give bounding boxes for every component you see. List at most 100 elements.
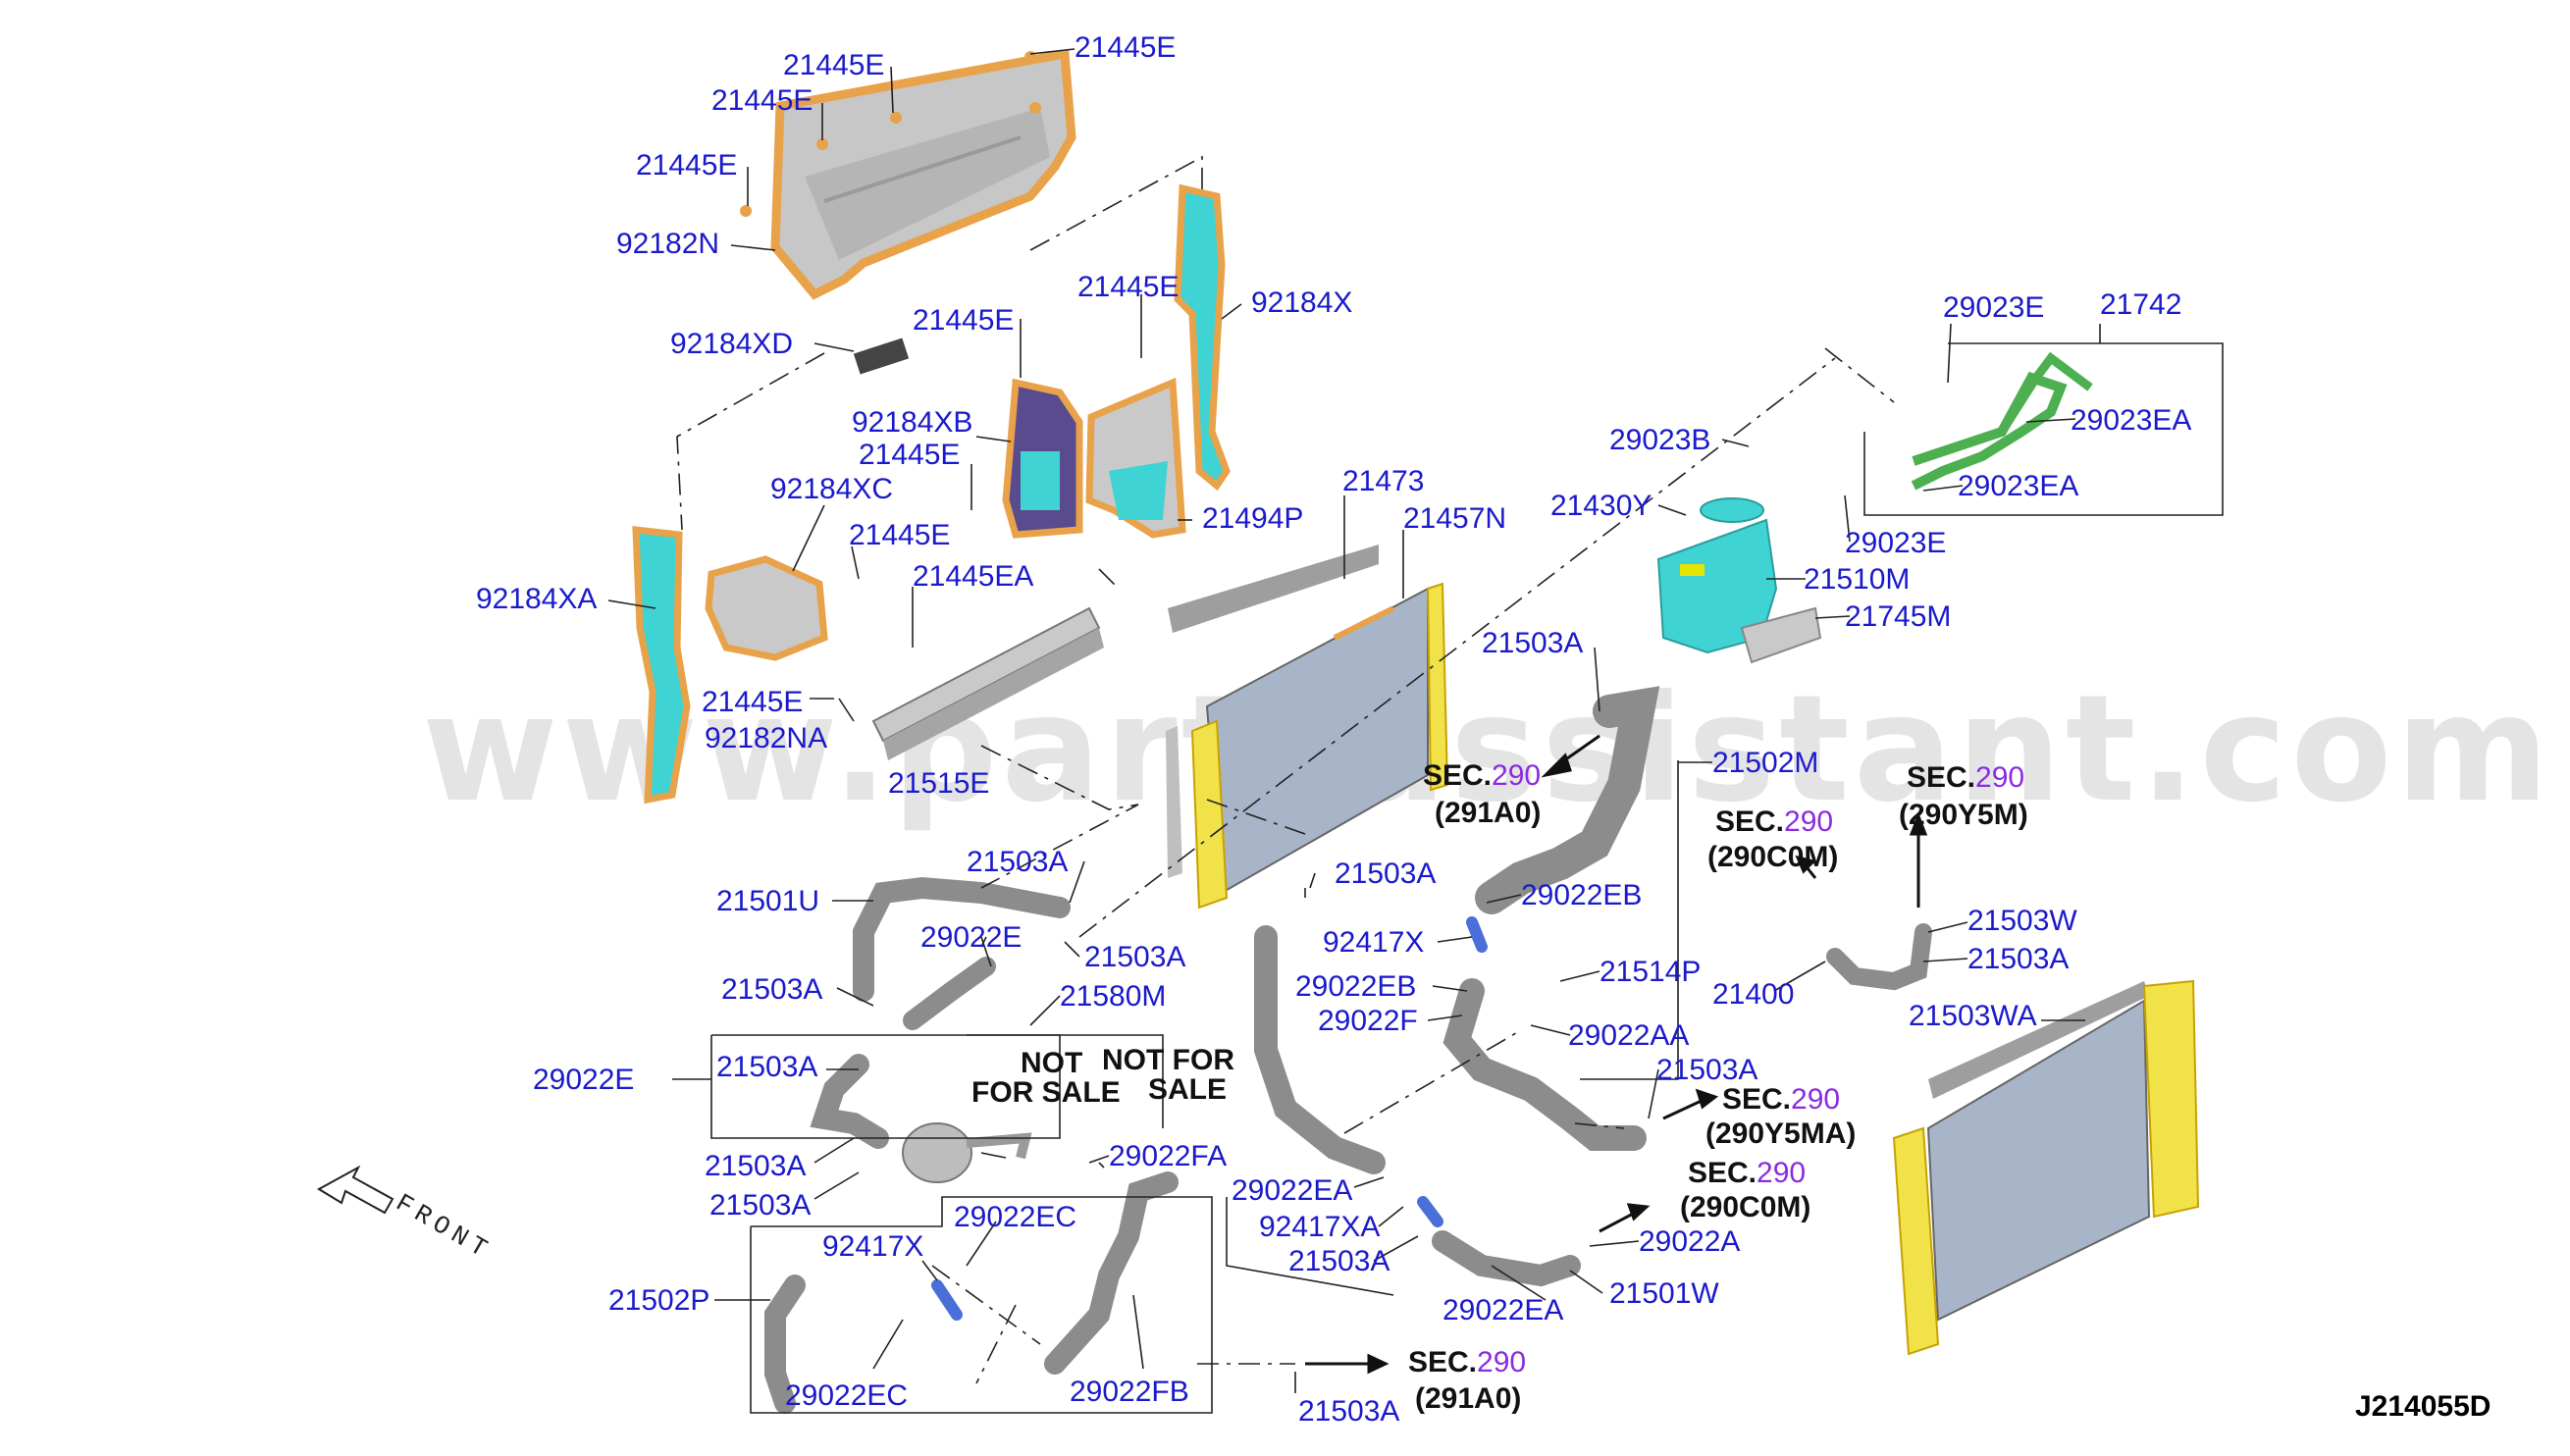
label-29022ea-2: 29022EA: [1442, 1294, 1563, 1326]
label-21457n: 21457N: [1403, 502, 1506, 535]
label-21514p: 21514P: [1600, 956, 1701, 988]
sec-ref-5: SEC.290: [1688, 1157, 1806, 1189]
label-21430y: 21430Y: [1550, 490, 1652, 522]
label-29022fa: 29022EA: [1232, 1174, 1352, 1207]
label-21503a-1: 21503A: [1482, 627, 1583, 659]
label-21510m: 21510M: [1804, 563, 1910, 596]
label-21445e-3: 21445E: [711, 84, 813, 117]
label-21503a-3: 21503A: [1084, 941, 1185, 973]
hose-29022fb: [1044, 1171, 1179, 1375]
label-92184xc: 92184XC: [770, 473, 893, 505]
label-29023e-2: 29023E: [1845, 527, 1946, 559]
label-21503a-9: 21503A: [705, 1150, 806, 1182]
label-21502p: 21502P: [608, 1284, 709, 1317]
label-92184xa: 92184XA: [476, 583, 597, 615]
label-21745m: 21745M: [1845, 600, 1951, 633]
label-21503a-4: 21503A: [721, 973, 822, 1006]
label-92184x: 92184X: [1251, 286, 1352, 319]
hose-21501u: [853, 876, 1071, 1002]
label-29022f: 29022F: [1318, 1005, 1418, 1037]
label-92184xb: 92184XB: [852, 406, 972, 439]
reservoir-21510m: [1656, 497, 1778, 654]
label-92182na: 92182NA: [705, 722, 827, 754]
sec-prefix: SEC.: [1688, 1157, 1757, 1189]
seal-92184xb: [1002, 378, 1083, 539]
thermostat-21580m: [902, 1122, 1032, 1183]
label-29022aa: 29022AA: [1568, 1019, 1689, 1052]
sec-num: 290: [1757, 1157, 1806, 1189]
hose-21501w: [1432, 1230, 1581, 1287]
sec-arrows: [1305, 734, 1928, 1375]
upper-shroud-panel: [770, 48, 1076, 300]
sec-num: 290: [1975, 761, 2024, 794]
label-29022fb: 29022FB: [1070, 1376, 1189, 1408]
side-seal-92184xa: [632, 526, 691, 805]
not-for-sale-2a: NOT FOR: [1102, 1044, 1234, 1076]
label-21445e-2: 21445E: [783, 49, 884, 81]
leader-lines: [607, 48, 2101, 1393]
sec-prefix: SEC.: [1722, 1083, 1791, 1116]
hose-21503w: [1826, 923, 1932, 991]
label-21445e-8: 21445E: [849, 519, 950, 551]
label-21445e-7: 21445E: [859, 439, 960, 471]
label-21445e-6: 21445E: [913, 304, 1014, 337]
label-29022e-2: 21503A: [716, 1051, 817, 1083]
label-21501w: 21501W: [1609, 1277, 1719, 1310]
label-29022a: 29022FA: [1109, 1140, 1227, 1172]
label-29023b: 29023B: [1609, 424, 1710, 456]
sec-ref-3-sub: (290Y5M): [1899, 799, 2028, 831]
label-21494p: 21494P: [1202, 502, 1303, 535]
label-21503a-7: 21503W: [1967, 905, 2077, 937]
label-21503wa: 29022E: [533, 1064, 634, 1096]
label-92182n: 92182N: [616, 228, 719, 260]
sec-ref-2-sub: (290C0M): [1707, 841, 1838, 873]
label-21501u: 21501U: [716, 885, 819, 917]
sec-num: 290: [1791, 1083, 1840, 1116]
label-29023e-1: 29023E: [1943, 291, 2044, 324]
label-21503w: 21503A: [1967, 943, 2069, 975]
sec-ref-1-sub: (291A0): [1435, 797, 1541, 829]
sec-num: 290: [1477, 1346, 1526, 1378]
sec-num: 290: [1492, 759, 1541, 792]
label-92184xd: 92184XD: [670, 328, 793, 360]
front-arrow: [317, 1165, 394, 1215]
sec-ref-3: SEC.290: [1907, 761, 2024, 794]
label-21742: 21742: [2100, 288, 2181, 321]
label-21445e-4: 21445E: [636, 149, 737, 182]
label-21503a-5: 21503A: [1335, 858, 1436, 890]
retainer-clips-top: [740, 51, 1041, 217]
label-21445e-5: 21445E: [1077, 271, 1179, 303]
label-21473: 21473: [1342, 465, 1424, 497]
connector-pipes: [931, 916, 1488, 1321]
label-21515e: 21515E: [888, 767, 989, 800]
label-92417xa: 21503A: [1288, 1245, 1390, 1277]
label-21503a-10: 21503A: [709, 1189, 811, 1222]
not-for-sale-1a: NOT: [1021, 1047, 1082, 1079]
hose-29022fa: [1254, 925, 1386, 1174]
label-21502m: 21502M: [1712, 747, 1818, 779]
label-21445ea: 21445EA: [913, 560, 1033, 593]
label-21580m: 21580M: [1060, 980, 1166, 1013]
alignment-lines: [676, 155, 1895, 1384]
foam-seal-92184xd: [853, 338, 910, 375]
label-92417x-1: 92417X: [1323, 926, 1424, 959]
label-21503a-12: 21503A: [1298, 1395, 1399, 1428]
side-seal-92184x: [1174, 183, 1231, 492]
seal-92184xc: [705, 555, 828, 661]
sec-prefix: SEC.: [1907, 761, 1975, 794]
sec-ref-1: SEC.290: [1423, 759, 1541, 792]
label-21400: 21503WA: [1909, 1000, 2037, 1032]
hose-29022f: [1442, 978, 1647, 1151]
sec-ref-2: SEC.290: [1715, 806, 1833, 838]
reservoir-hose-21742: [1911, 351, 2093, 491]
sec-num: 290: [1784, 806, 1833, 838]
label-21503a-8: 21400: [1712, 978, 1794, 1011]
sec-ref-6-sub: (291A0): [1415, 1382, 1521, 1415]
label-29023ea-2: 29023EA: [1958, 470, 2078, 502]
outline-boxes: [710, 342, 2224, 1414]
not-for-sale-2b: SALE: [1148, 1073, 1227, 1106]
watermark: www.partsassistant.com: [422, 664, 2553, 835]
seal-21494p: [1085, 377, 1186, 539]
sec-ref-6: SEC.290: [1408, 1346, 1526, 1378]
